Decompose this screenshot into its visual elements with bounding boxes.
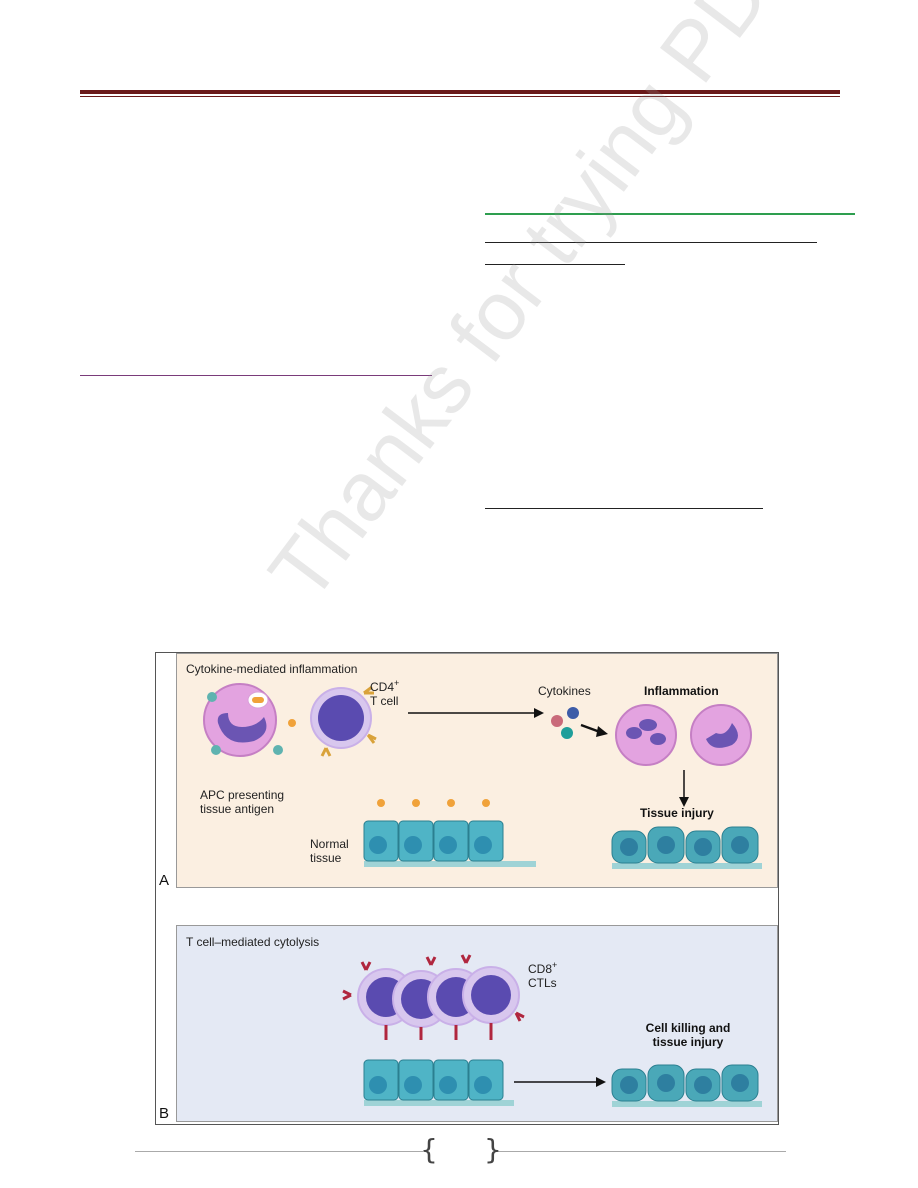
normal-tissue-icon <box>363 799 536 867</box>
panel-b-illustration <box>342 954 762 1107</box>
killed-cells-icon <box>611 1064 762 1107</box>
tissue-injury-label: Tissue injury <box>640 806 714 820</box>
apc-label: APC presenting tissue antigen <box>200 788 285 816</box>
arrow-to-cytokines-icon <box>408 708 544 718</box>
apc-cell-icon <box>203 683 296 757</box>
target-tissue-icon <box>363 1059 514 1106</box>
footer-rule-left <box>135 1151 423 1152</box>
cd4-label: CD4+ T cell <box>370 678 400 708</box>
panel-b-letter: B <box>159 1105 170 1122</box>
header-rule-thin <box>80 96 840 97</box>
cell-killing-label: Cell killing and tissue injury <box>645 1021 731 1049</box>
normal-tissue-label: Normal tissue <box>310 837 349 865</box>
footer-rule-right <box>496 1151 786 1152</box>
header-rule <box>80 90 840 94</box>
heading-underline-green <box>485 213 855 215</box>
inflammatory-cells-icon <box>615 704 752 766</box>
cytokines-icon <box>551 707 608 739</box>
panel-a-illustration <box>203 683 762 869</box>
arrow-right-icon <box>514 1077 606 1087</box>
cd8-label: CD8+ CTLs <box>528 960 558 990</box>
arrow-down-icon <box>679 770 689 807</box>
link-underline <box>80 375 432 376</box>
panel-a-title: Cytokine-mediated inflammation <box>186 662 358 676</box>
heading-underline-2 <box>485 264 625 265</box>
inflammation-label: Inflammation <box>644 684 719 698</box>
footer-bracket-left-icon: { <box>420 1133 438 1166</box>
heading-underline-1 <box>485 242 817 243</box>
panel-b-title: T cell–mediated cytolysis <box>186 935 320 949</box>
heading-underline-3 <box>485 508 763 509</box>
panel-a-letter: A <box>159 872 170 889</box>
ctl-cells-icon <box>342 954 525 1040</box>
cd4-t-cell-icon <box>310 685 377 757</box>
footer-bracket-right-icon: } <box>484 1133 502 1166</box>
cytokines-label: Cytokines <box>538 684 591 698</box>
injured-tissue-icon <box>611 826 762 869</box>
